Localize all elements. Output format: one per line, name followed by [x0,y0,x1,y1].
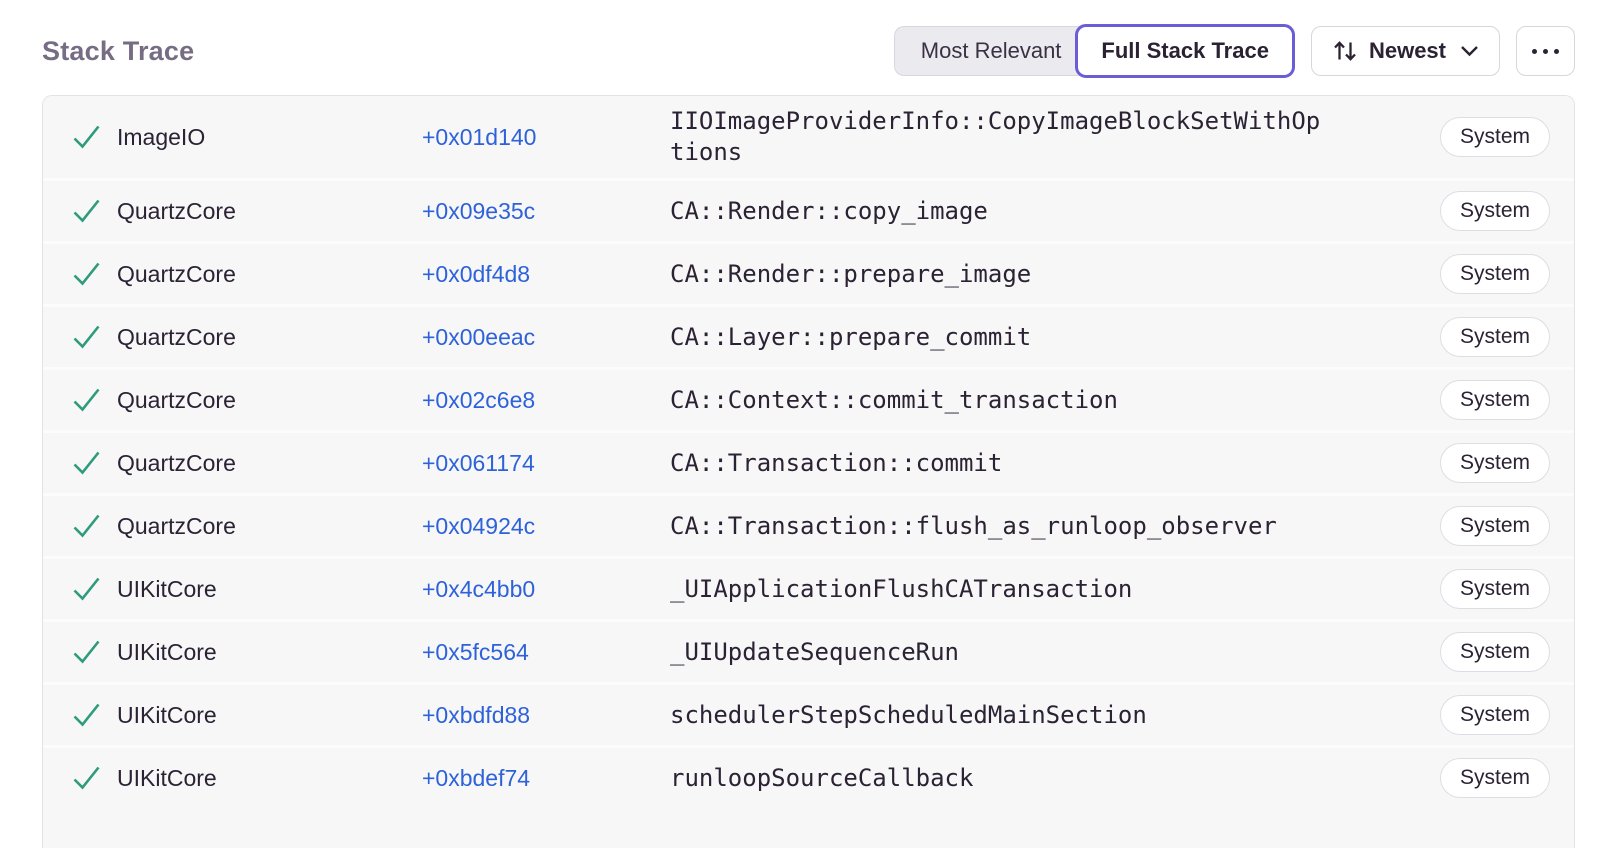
system-badge: System [1439,695,1550,735]
check-icon [70,638,117,667]
frame-function: CA::Context::commit_transaction [670,385,1118,414]
full-stack-trace-button[interactable]: Full Stack Trace [1075,24,1295,78]
frame-module: QuartzCore [117,197,236,224]
frame-badge: System [1439,380,1550,420]
check-icon [70,512,117,541]
frame-module: UIKitCore [117,701,217,728]
frame-offset-link[interactable]: +0x01d140 [422,123,537,150]
frame-badge: System [1439,632,1550,672]
frame-badge: System [1439,191,1550,231]
check-icon [70,701,117,730]
stack-frame-row[interactable]: UIKitCore +0x4c4bb0 _UIApplicationFlushC… [43,556,1574,619]
stack-frame-row[interactable]: QuartzCore +0x00eeac CA::Layer::prepare_… [43,304,1574,367]
system-badge: System [1439,506,1550,546]
frame-badge: System [1439,506,1550,546]
check-icon [70,764,117,793]
frame-offset-link[interactable]: +0x02c6e8 [422,386,536,413]
frame-offset-link[interactable]: +0x4c4bb0 [422,575,536,602]
frame-function: CA::Render::copy_image [670,196,988,225]
stack-trace-list: ImageIO +0x01d140 IIOImageProviderInfo::… [43,96,1574,808]
frame-badge: System [1439,569,1550,609]
frame-function: CA::Transaction::commit [670,448,1003,477]
frame-offset-link[interactable]: +0x061174 [422,449,535,476]
stack-frame-row[interactable]: QuartzCore +0x02c6e8 CA::Context::commit… [43,367,1574,430]
frame-module: UIKitCore [117,638,217,665]
frame-module: QuartzCore [117,260,236,287]
frame-module: QuartzCore [117,386,236,413]
frame-badge: System [1439,117,1550,157]
check-icon [70,197,117,226]
page-title: Stack Trace [42,35,195,66]
chevron-down-icon [1460,45,1479,57]
frame-function: schedulerStepScheduledMainSection [670,700,1147,729]
more-options-button[interactable] [1516,26,1575,76]
check-icon [70,449,117,478]
frame-offset-link[interactable]: +0x5fc564 [422,638,529,665]
system-badge: System [1439,191,1550,231]
frame-badge: System [1439,443,1550,483]
frame-function: CA::Transaction::flush_as_runloop_observ… [670,511,1277,540]
frame-badge: System [1439,758,1550,798]
system-badge: System [1439,380,1550,420]
frame-module: QuartzCore [117,449,236,476]
frame-offset-link[interactable]: +0xbdef74 [422,764,531,791]
most-relevant-button[interactable]: Most Relevant [893,26,1088,76]
system-badge: System [1439,254,1550,294]
system-badge: System [1439,317,1550,357]
system-badge: System [1439,758,1550,798]
stack-frame-row[interactable]: QuartzCore +0x04924c CA::Transaction::fl… [43,493,1574,556]
check-icon [70,575,117,604]
check-icon [70,123,117,152]
stack-trace-table: ImageIO +0x01d140 IIOImageProviderInfo::… [42,95,1575,848]
sort-arrows-icon [1332,39,1358,63]
frame-badge: System [1439,317,1550,357]
stack-frame-row[interactable]: ImageIO +0x01d140 IIOImageProviderInfo::… [43,96,1574,178]
frame-module: UIKitCore [117,764,217,791]
frame-module: QuartzCore [117,323,236,350]
frame-badge: System [1439,254,1550,294]
system-badge: System [1439,443,1550,483]
check-icon [70,260,117,289]
check-icon [70,323,117,352]
frame-badge: System [1439,695,1550,735]
frame-function: IIOImageProviderInfo::CopyImageBlockSetW… [670,107,1321,166]
sort-button-label: Newest [1368,38,1446,63]
stack-frame-row[interactable]: UIKitCore +0xbdfd88 schedulerStepSchedul… [43,682,1574,745]
frame-function: _UIApplicationFlushCATransaction [670,574,1133,603]
system-badge: System [1439,632,1550,672]
stack-frame-row[interactable]: QuartzCore +0x0df4d8 CA::Render::prepare… [43,241,1574,304]
stack-trace-toolbar: Stack Trace Most Relevant Full Stack Tra… [42,22,1575,80]
frame-module: QuartzCore [117,512,236,539]
check-icon [70,386,117,415]
frame-function: _UIUpdateSequenceRun [670,637,959,666]
frame-function: CA::Layer::prepare_commit [670,322,1032,351]
stack-frame-row[interactable]: QuartzCore +0x09e35c CA::Render::copy_im… [43,178,1574,241]
frame-function: runloopSourceCallback [670,763,974,792]
stack-frame-row[interactable]: UIKitCore +0xbdef74 runloopSourceCallbac… [43,745,1574,808]
stack-frame-row[interactable]: UIKitCore +0x5fc564 _UIUpdateSequenceRun… [43,619,1574,682]
stack-frame-row[interactable]: QuartzCore +0x061174 CA::Transaction::co… [43,430,1574,493]
frame-offset-link[interactable]: +0x04924c [422,512,536,539]
frame-module: UIKitCore [117,575,217,602]
clipped-frame-row [43,808,1574,848]
sort-newest-button[interactable]: Newest [1310,26,1500,76]
frame-module: ImageIO [117,123,206,150]
frame-function: CA::Render::prepare_image [670,259,1032,288]
more-options-icon [1532,48,1559,54]
frame-offset-link[interactable]: +0x09e35c [422,197,536,224]
frame-offset-link[interactable]: +0xbdfd88 [422,701,531,728]
system-badge: System [1439,569,1550,609]
system-badge: System [1439,117,1550,157]
view-toggle: Most Relevant Full Stack Trace [893,24,1295,78]
toolbar-controls: Most Relevant Full Stack Trace Newest [893,24,1575,78]
frame-offset-link[interactable]: +0x00eeac [422,323,536,350]
frame-offset-link[interactable]: +0x0df4d8 [422,260,531,287]
